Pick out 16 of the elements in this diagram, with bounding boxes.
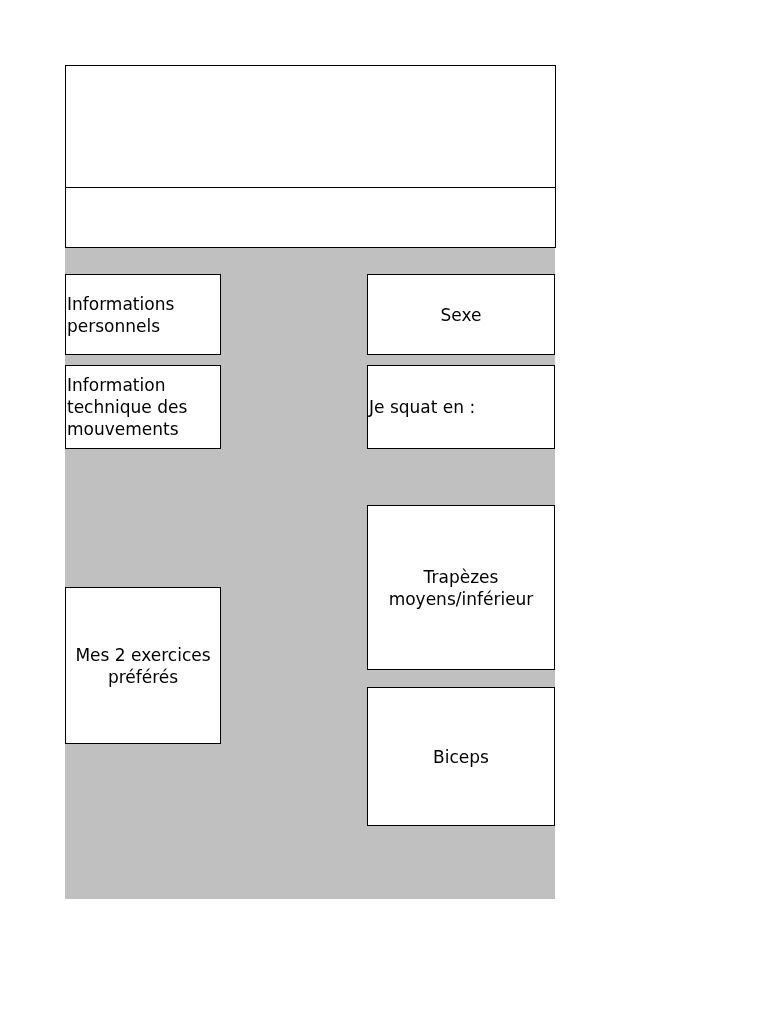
empty-box (65, 187, 556, 248)
box-label: Biceps (433, 745, 489, 768)
label-box (367, 505, 555, 670)
label-box (65, 587, 221, 744)
box-label: Mes 2 exercices préférés (74, 643, 212, 688)
box-label: Information technique des mouvements (67, 374, 189, 440)
box-label: Informations personnels (67, 292, 176, 337)
box-label: Je squat en : (369, 396, 476, 418)
label-box (367, 274, 555, 355)
empty-box (65, 65, 556, 188)
box-label: Trapèzes moyens/inférieur (387, 565, 535, 610)
label-box (367, 687, 555, 826)
label-box (367, 365, 555, 449)
box-label: Sexe (440, 303, 482, 326)
label-box (65, 274, 221, 355)
label-box (65, 365, 221, 449)
